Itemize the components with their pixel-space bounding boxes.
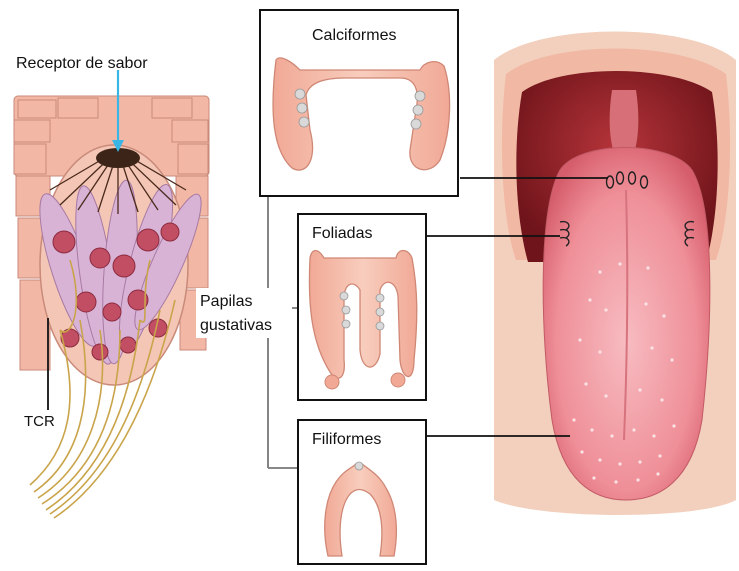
papillae-label-line2: gustativas xyxy=(200,317,272,334)
foliate-panel: Foliadas xyxy=(298,214,426,400)
papillae-label-line1: Papilas xyxy=(200,293,252,310)
papillae-label-group: Papilas gustativas xyxy=(196,288,292,338)
calciform-panel: Calciformes xyxy=(260,10,458,196)
filiform-panel: Filiformes xyxy=(298,420,426,564)
mouth-tongue-illustration xyxy=(494,32,736,516)
filiform-label: Filiformes xyxy=(312,431,381,448)
tcr-label: TCR xyxy=(24,413,55,430)
taste-bud-illustration xyxy=(14,70,212,518)
taste-receptor-label: Receptor de sabor xyxy=(16,55,148,72)
calciform-label: Calciformes xyxy=(312,27,396,44)
foliate-label: Foliadas xyxy=(312,225,372,242)
